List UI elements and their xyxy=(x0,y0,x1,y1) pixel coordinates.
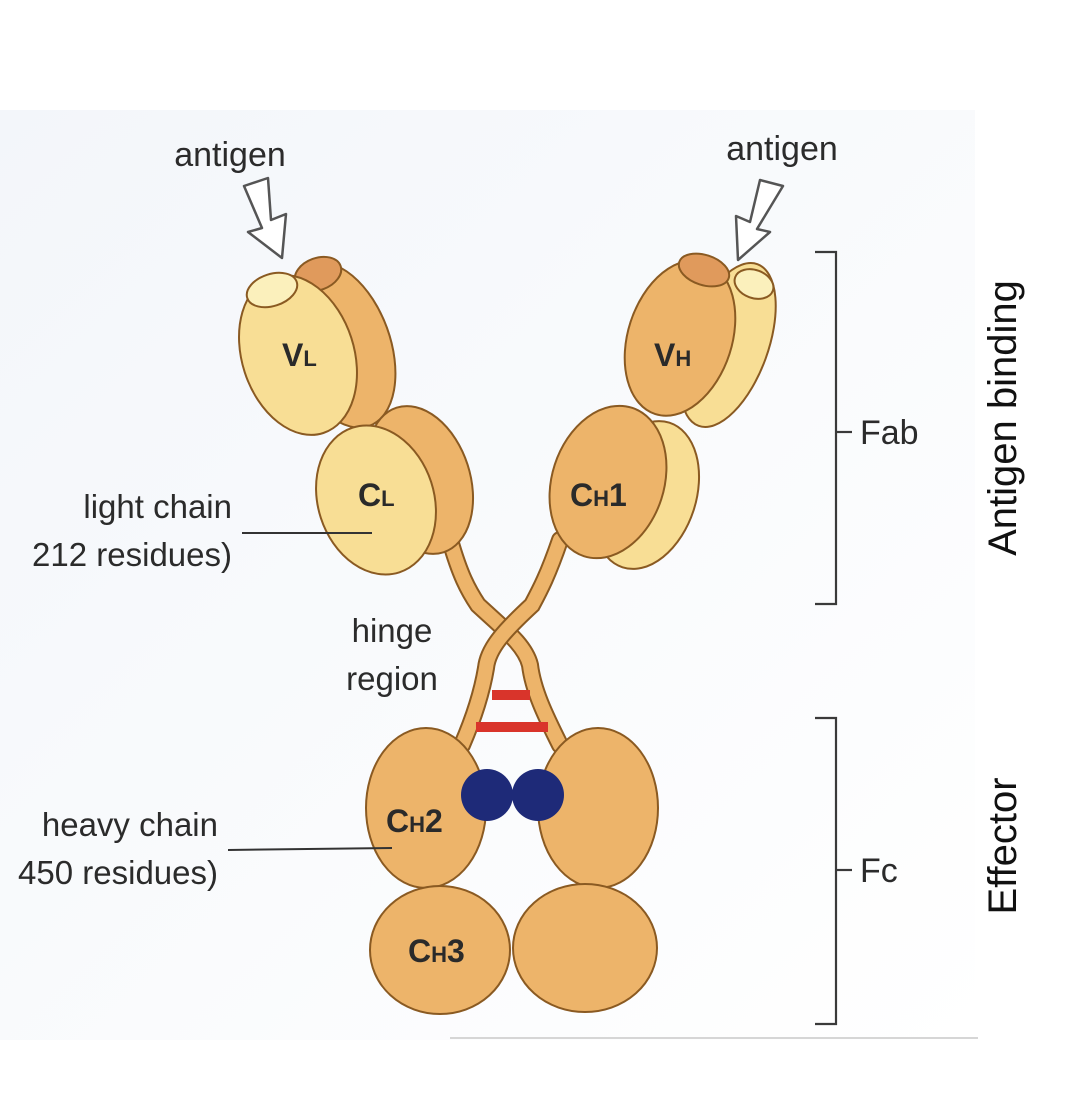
antigen-arrow-left-icon xyxy=(242,176,288,260)
heavy-chain-leader-line xyxy=(227,847,393,851)
cl-domain-label: CL xyxy=(358,477,395,513)
ch3-domain-right xyxy=(512,883,658,1013)
vl-domain-label: VL xyxy=(282,337,317,373)
antigen-site-light-right xyxy=(733,268,775,300)
heavy-chain-label: heavy chain xyxy=(42,806,218,843)
light-chain-residues-label: 212 residues) xyxy=(32,536,232,573)
ch2-domain-label: CH2 xyxy=(386,803,443,839)
antigen-site-light-left xyxy=(245,271,299,309)
ch3-domain-label: CH3 xyxy=(408,933,465,969)
antigen-label-left: antigen xyxy=(174,136,286,174)
carbohydrate-left-icon xyxy=(461,769,513,821)
fab-arm-left xyxy=(238,255,475,576)
effector-label: Effector xyxy=(981,777,1025,914)
cl-domain xyxy=(315,424,437,576)
hinge-strand-left xyxy=(443,533,567,752)
vh-domain-label: VH xyxy=(654,337,691,373)
ch1-domain xyxy=(548,404,668,560)
disulfide-bond-upper xyxy=(492,690,530,700)
antigen-label-right: antigen xyxy=(726,130,838,168)
light-chain-label: light chain xyxy=(83,488,232,525)
hinge-region-label: region xyxy=(346,660,438,697)
fab-label: Fab xyxy=(860,414,919,452)
hinge-strand-right xyxy=(455,533,567,752)
fab-bracket xyxy=(815,250,838,606)
page-background xyxy=(0,110,975,1040)
fc-label: Fc xyxy=(860,852,898,890)
hinge-label: hinge xyxy=(352,612,433,649)
antigen-arrow-right-icon xyxy=(734,178,785,262)
antigen-binding-label: Antigen binding xyxy=(981,280,1025,556)
fc-region xyxy=(365,727,659,1015)
ch3-domain xyxy=(369,885,511,1015)
ch1-domain-label: CH1 xyxy=(570,477,627,513)
heavy-chain-residues-label: 450 residues) xyxy=(18,854,218,891)
antigen-site-heavy-right xyxy=(677,252,731,288)
fab-arm-right xyxy=(548,252,777,570)
carbohydrate-right-icon xyxy=(512,769,564,821)
disulfide-bond-lower xyxy=(476,722,548,732)
